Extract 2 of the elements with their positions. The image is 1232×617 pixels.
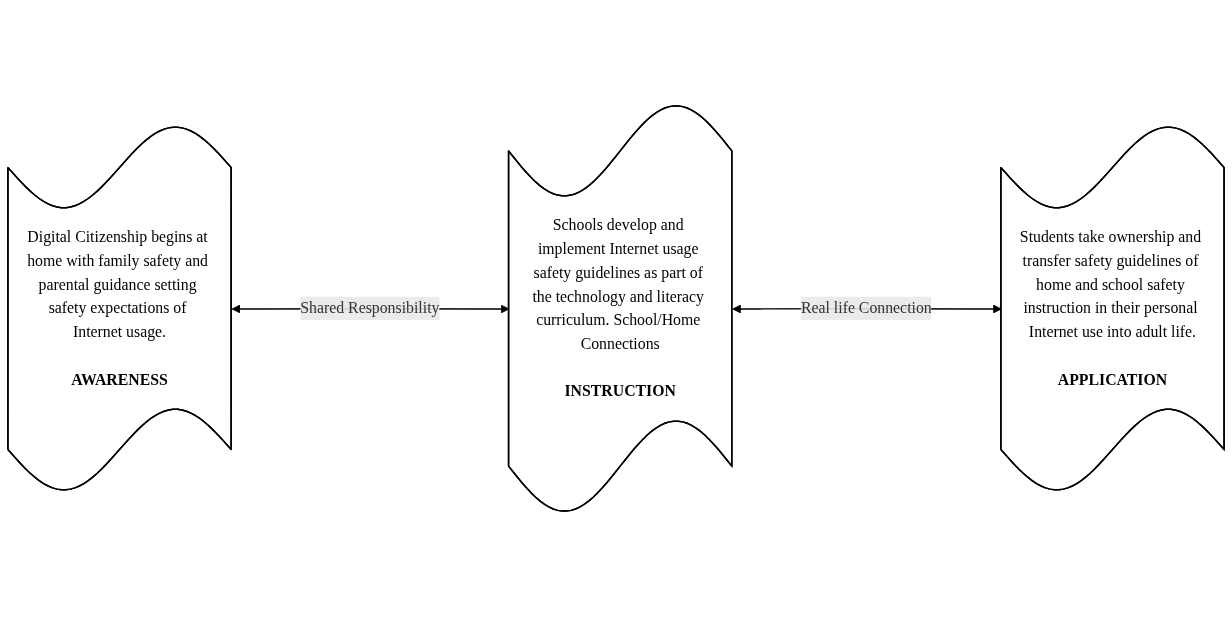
edge-label: Real life Connection bbox=[800, 299, 932, 317]
edge-label: Shared Responsibility bbox=[300, 299, 440, 317]
